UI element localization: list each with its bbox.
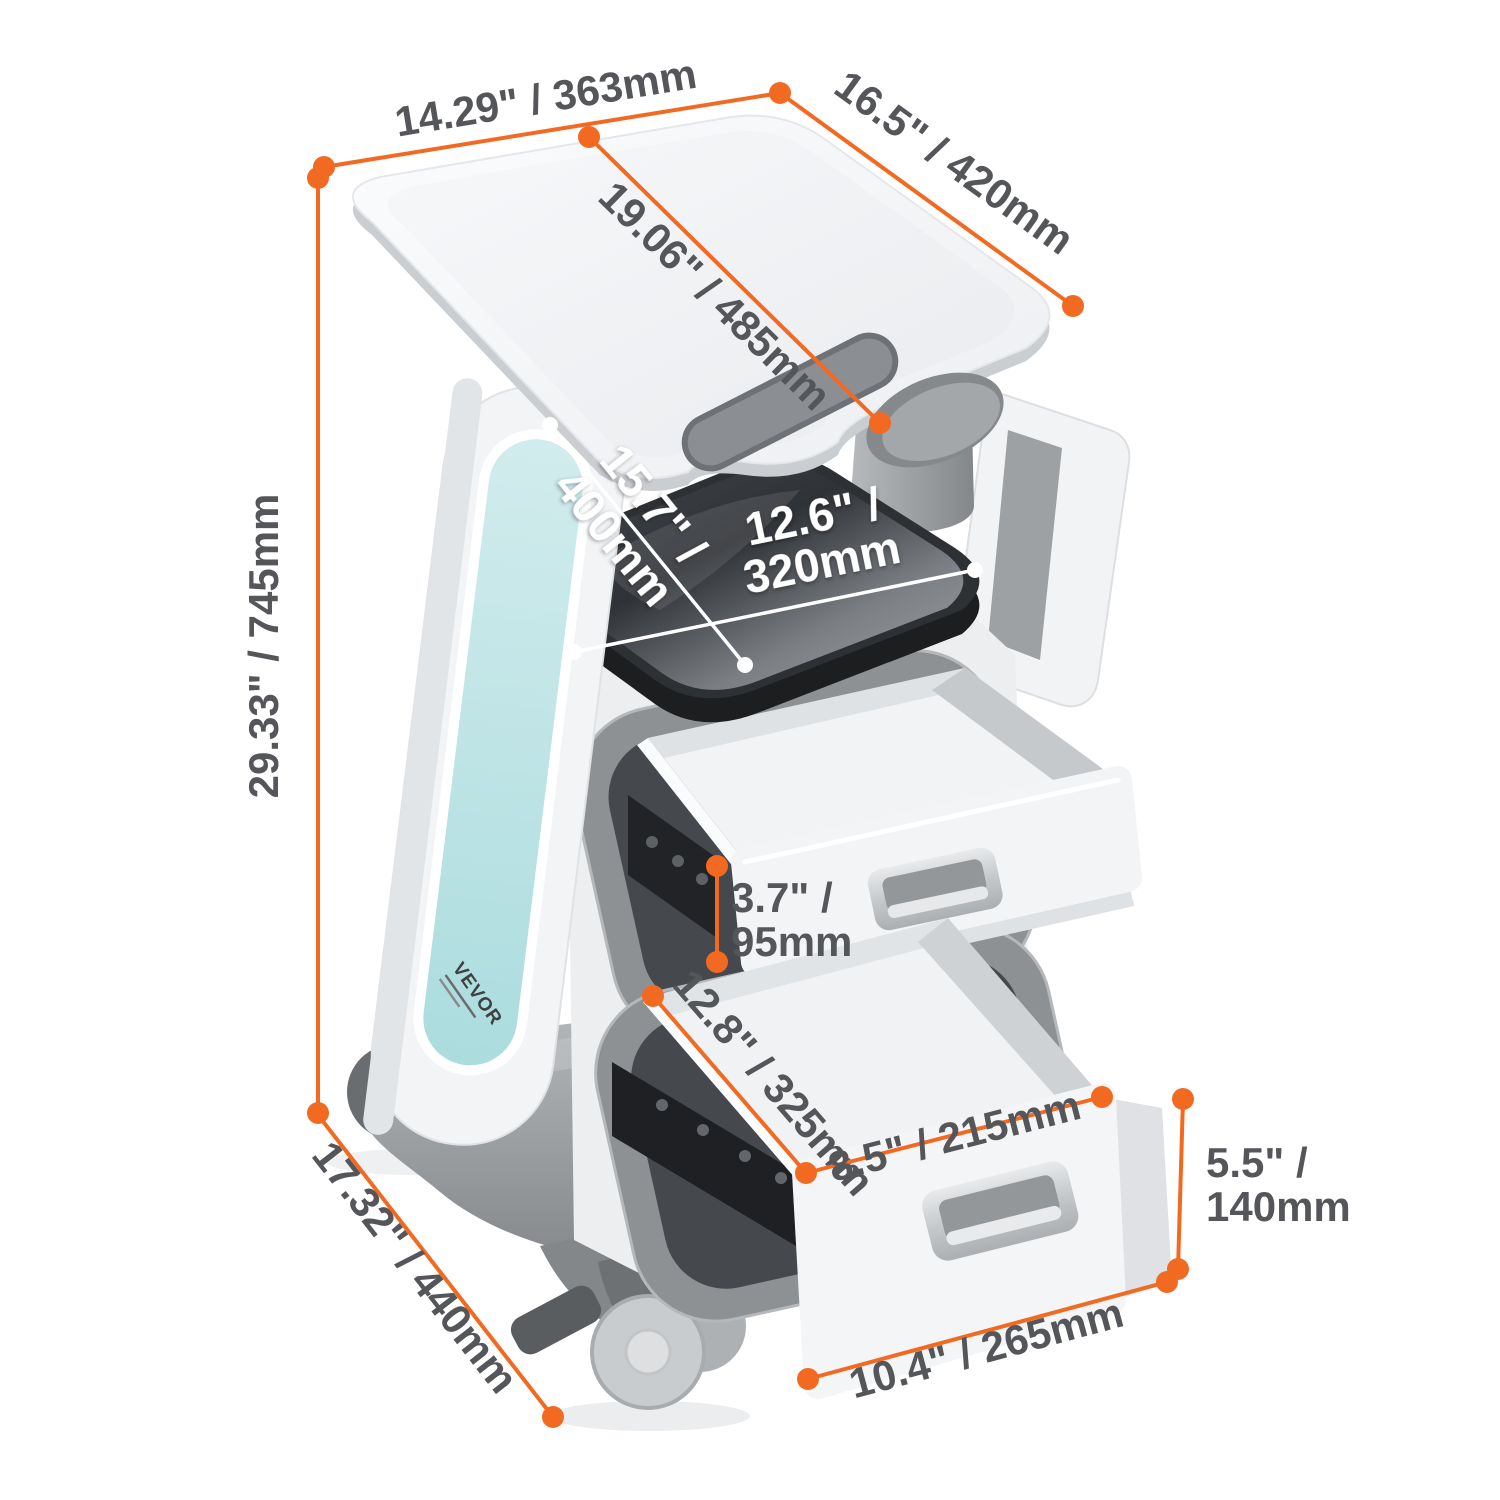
dim-label-lower-drawer-height-1: 5.5" /: [1206, 1139, 1308, 1186]
shelf-reflection: [600, 490, 800, 610]
dim-line: [316, 1113, 555, 1419]
dim-lower-drawer-height: 5.5" / 140mm: [1167, 1088, 1351, 1280]
dim-line: [806, 1280, 1169, 1381]
right-column-inner-face: [988, 430, 1062, 660]
teal-panel: [413, 429, 593, 1076]
dim-endpoint-dot: [1172, 1088, 1194, 1110]
dim-endpoint-dot: [542, 417, 558, 433]
floor-shadow-front: [550, 1401, 750, 1431]
dim-line: [322, 91, 782, 169]
dim-line: [587, 135, 882, 425]
dim-line: [1176, 1097, 1185, 1271]
upper-drawer-slide-rail: [628, 795, 717, 938]
shelf-glass-surface: [543, 465, 964, 690]
upper-drawer-right-wall: [932, 668, 1118, 794]
dim-endpoint-dot: [578, 126, 600, 148]
dim-endpoint-dot: [542, 1406, 564, 1428]
dim-endpoint-dot: [642, 985, 664, 1007]
dim-endpoint-dot: [869, 412, 891, 434]
dim-endpoint-dot: [706, 855, 728, 877]
lower-drawer-right-wall: [918, 918, 1102, 1108]
dim-label-upper-drawer-height-1: 3.7" /: [731, 874, 833, 921]
dim-endpoint-dot: [967, 562, 983, 578]
dim-endpoint-dot: [795, 1162, 817, 1184]
dim-line: [808, 1095, 1104, 1174]
lower-drawer-handle: [922, 1161, 1079, 1261]
dim-endpoint-dot: [1062, 295, 1084, 317]
caster-brake-lever: [510, 1285, 602, 1355]
dim-endpoint-dot: [706, 951, 728, 973]
dim-endpoint-dot: [566, 644, 582, 660]
upper-drawer-back-wall: [648, 668, 978, 758]
top-tray: [352, 114, 1051, 491]
upper-drawer-left-wall: [637, 738, 745, 868]
dim-label-lower-drawer-height-2: 140mm: [1206, 1183, 1351, 1230]
dim-endpoint-dot: [307, 1102, 329, 1124]
lower-drawer-left-wall: [643, 996, 806, 1178]
dim-line: [572, 568, 977, 654]
dim-endpoint-dot: [307, 167, 329, 189]
upper-drawer: [628, 668, 1142, 990]
dim-label-height: 29.33" / 745mm: [240, 494, 287, 799]
dim-upper-drawer-height: 3.7" / 95mm: [706, 855, 852, 973]
dim-endpoint-dot: [1156, 1271, 1178, 1293]
tray-handle-slot: [681, 332, 899, 472]
dim-line: [778, 91, 1075, 308]
tray-cup-hole: [866, 372, 1004, 468]
dim-line: [651, 994, 808, 1175]
upper-drawer-handle: [867, 847, 1003, 931]
left-column: [363, 378, 626, 1146]
right-column: [953, 393, 1131, 708]
dim-endpoint-dot: [737, 657, 753, 673]
dim-endpoint-dot: [797, 1368, 819, 1390]
dim-overall-height: 29.33" / 745mm: [240, 167, 329, 1124]
lower-drawer-back-wall: [653, 918, 962, 1016]
dim-label-upper-drawer-height-2: 95mm: [731, 918, 852, 965]
dim-endpoint-dot: [1091, 1086, 1113, 1108]
